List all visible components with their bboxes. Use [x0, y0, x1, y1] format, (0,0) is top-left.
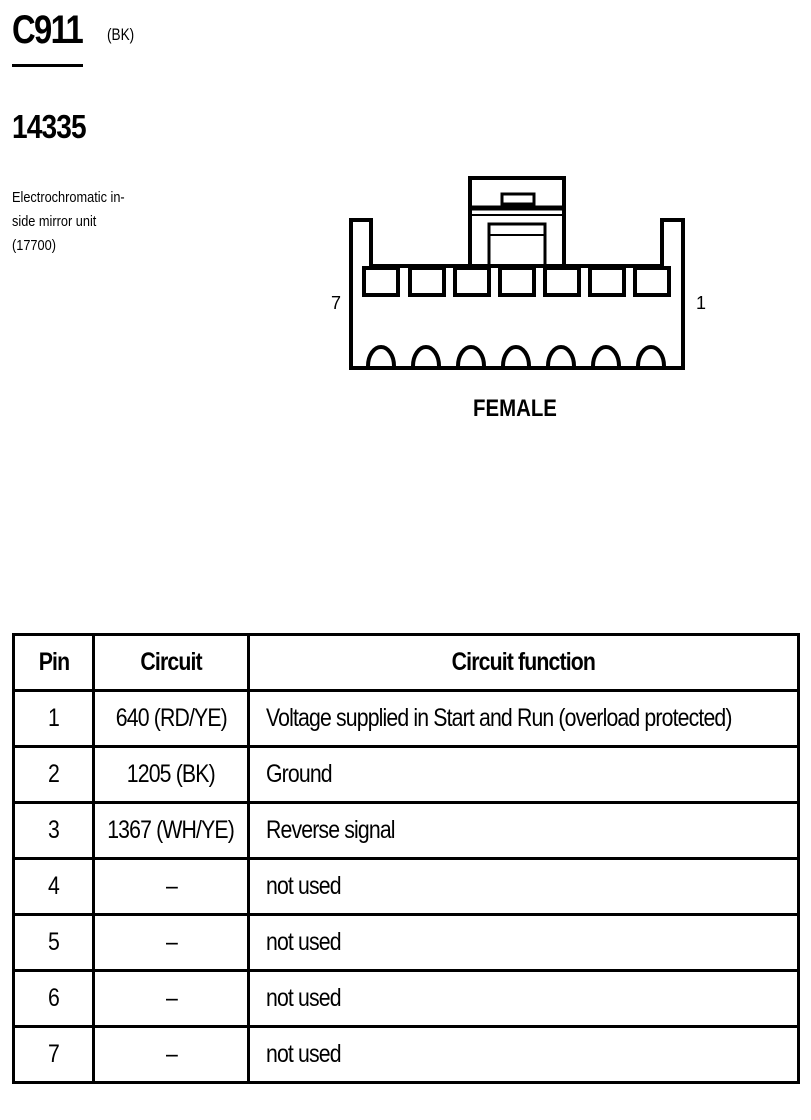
- function-cell: Ground: [247, 745, 800, 804]
- function-cell: Reverse signal: [247, 801, 800, 860]
- function-cell: not used: [247, 913, 800, 972]
- pin-label-left: 7: [331, 293, 341, 313]
- table-row: 5 – not used: [12, 913, 800, 972]
- pinout-table: Pin Circuit Circuit function 1 640 (RD/Y…: [12, 633, 800, 1084]
- circuit-cell: 640 (RD/YE): [92, 689, 250, 748]
- pin-cavity: [633, 266, 671, 297]
- pin-cavity: [408, 266, 446, 297]
- component-description: Electrochromatic in- side mirror unit (1…: [12, 186, 157, 258]
- terminal-arch: [591, 345, 621, 367]
- table-header-row: Pin Circuit Circuit function: [12, 633, 800, 692]
- pin-cavity: [588, 266, 626, 297]
- table-row: 7 – not used: [12, 1025, 800, 1084]
- circuit-cell: –: [92, 913, 250, 972]
- pin-cell: 5: [12, 913, 95, 972]
- connector-id: C911: [12, 8, 84, 52]
- table-row: 6 – not used: [12, 969, 800, 1028]
- table-row: 4 – not used: [12, 857, 800, 916]
- pin-label-right: 1: [696, 293, 706, 313]
- terminal-arch: [501, 345, 531, 367]
- component-desc-line: Electrochromatic in-: [12, 189, 125, 206]
- table-row: 2 1205 (BK) Ground: [12, 745, 800, 804]
- part-number: 14335: [12, 108, 87, 145]
- pin-cell: 7: [12, 1025, 95, 1084]
- header-circuit: Circuit: [92, 633, 250, 692]
- function-cell: not used: [247, 969, 800, 1028]
- connector-face-diagram: 7 1: [331, 176, 706, 370]
- pin-cavity: [453, 266, 491, 297]
- terminal-arch: [366, 345, 396, 367]
- component-desc-line: (17700): [12, 237, 56, 254]
- connector-housing: [349, 218, 685, 370]
- function-cell: not used: [247, 1025, 800, 1084]
- function-cell: not used: [247, 857, 800, 916]
- header-pin: Pin: [12, 633, 95, 692]
- circuit-cell: –: [92, 1025, 250, 1084]
- pin-cell: 3: [12, 801, 95, 860]
- pin-cell: 1: [12, 689, 95, 748]
- table-row: 3 1367 (WH/YE) Reverse signal: [12, 801, 800, 860]
- terminal-arch: [411, 345, 441, 367]
- circuit-cell: 1367 (WH/YE): [92, 801, 250, 860]
- circuit-cell: –: [92, 969, 250, 1028]
- pin-cavity: [543, 266, 581, 297]
- pin-cavity: [362, 266, 400, 297]
- table-row: 1 640 (RD/YE) Voltage supplied in Start …: [12, 689, 800, 748]
- circuit-cell: –: [92, 857, 250, 916]
- terminal-arch: [636, 345, 666, 367]
- terminal-arches: [366, 345, 666, 367]
- pin-cell: 2: [12, 745, 95, 804]
- connector-color: (BK): [107, 25, 135, 44]
- connector-id-underline: [12, 64, 83, 67]
- terminal-arch: [546, 345, 576, 367]
- pin-cavities: [362, 266, 671, 297]
- terminal-arch: [456, 345, 486, 367]
- circuit-cell: 1205 (BK): [92, 745, 250, 804]
- locking-tab: [468, 176, 566, 268]
- pin-cell: 4: [12, 857, 95, 916]
- function-cell: Voltage supplied in Start and Run (overl…: [247, 689, 800, 748]
- pin-cavity: [498, 266, 536, 297]
- gender-label: FEMALE: [473, 395, 557, 422]
- header-circuit-function: Circuit function: [247, 633, 800, 692]
- pin-cell: 6: [12, 969, 95, 1028]
- component-desc-line: side mirror unit: [12, 213, 97, 230]
